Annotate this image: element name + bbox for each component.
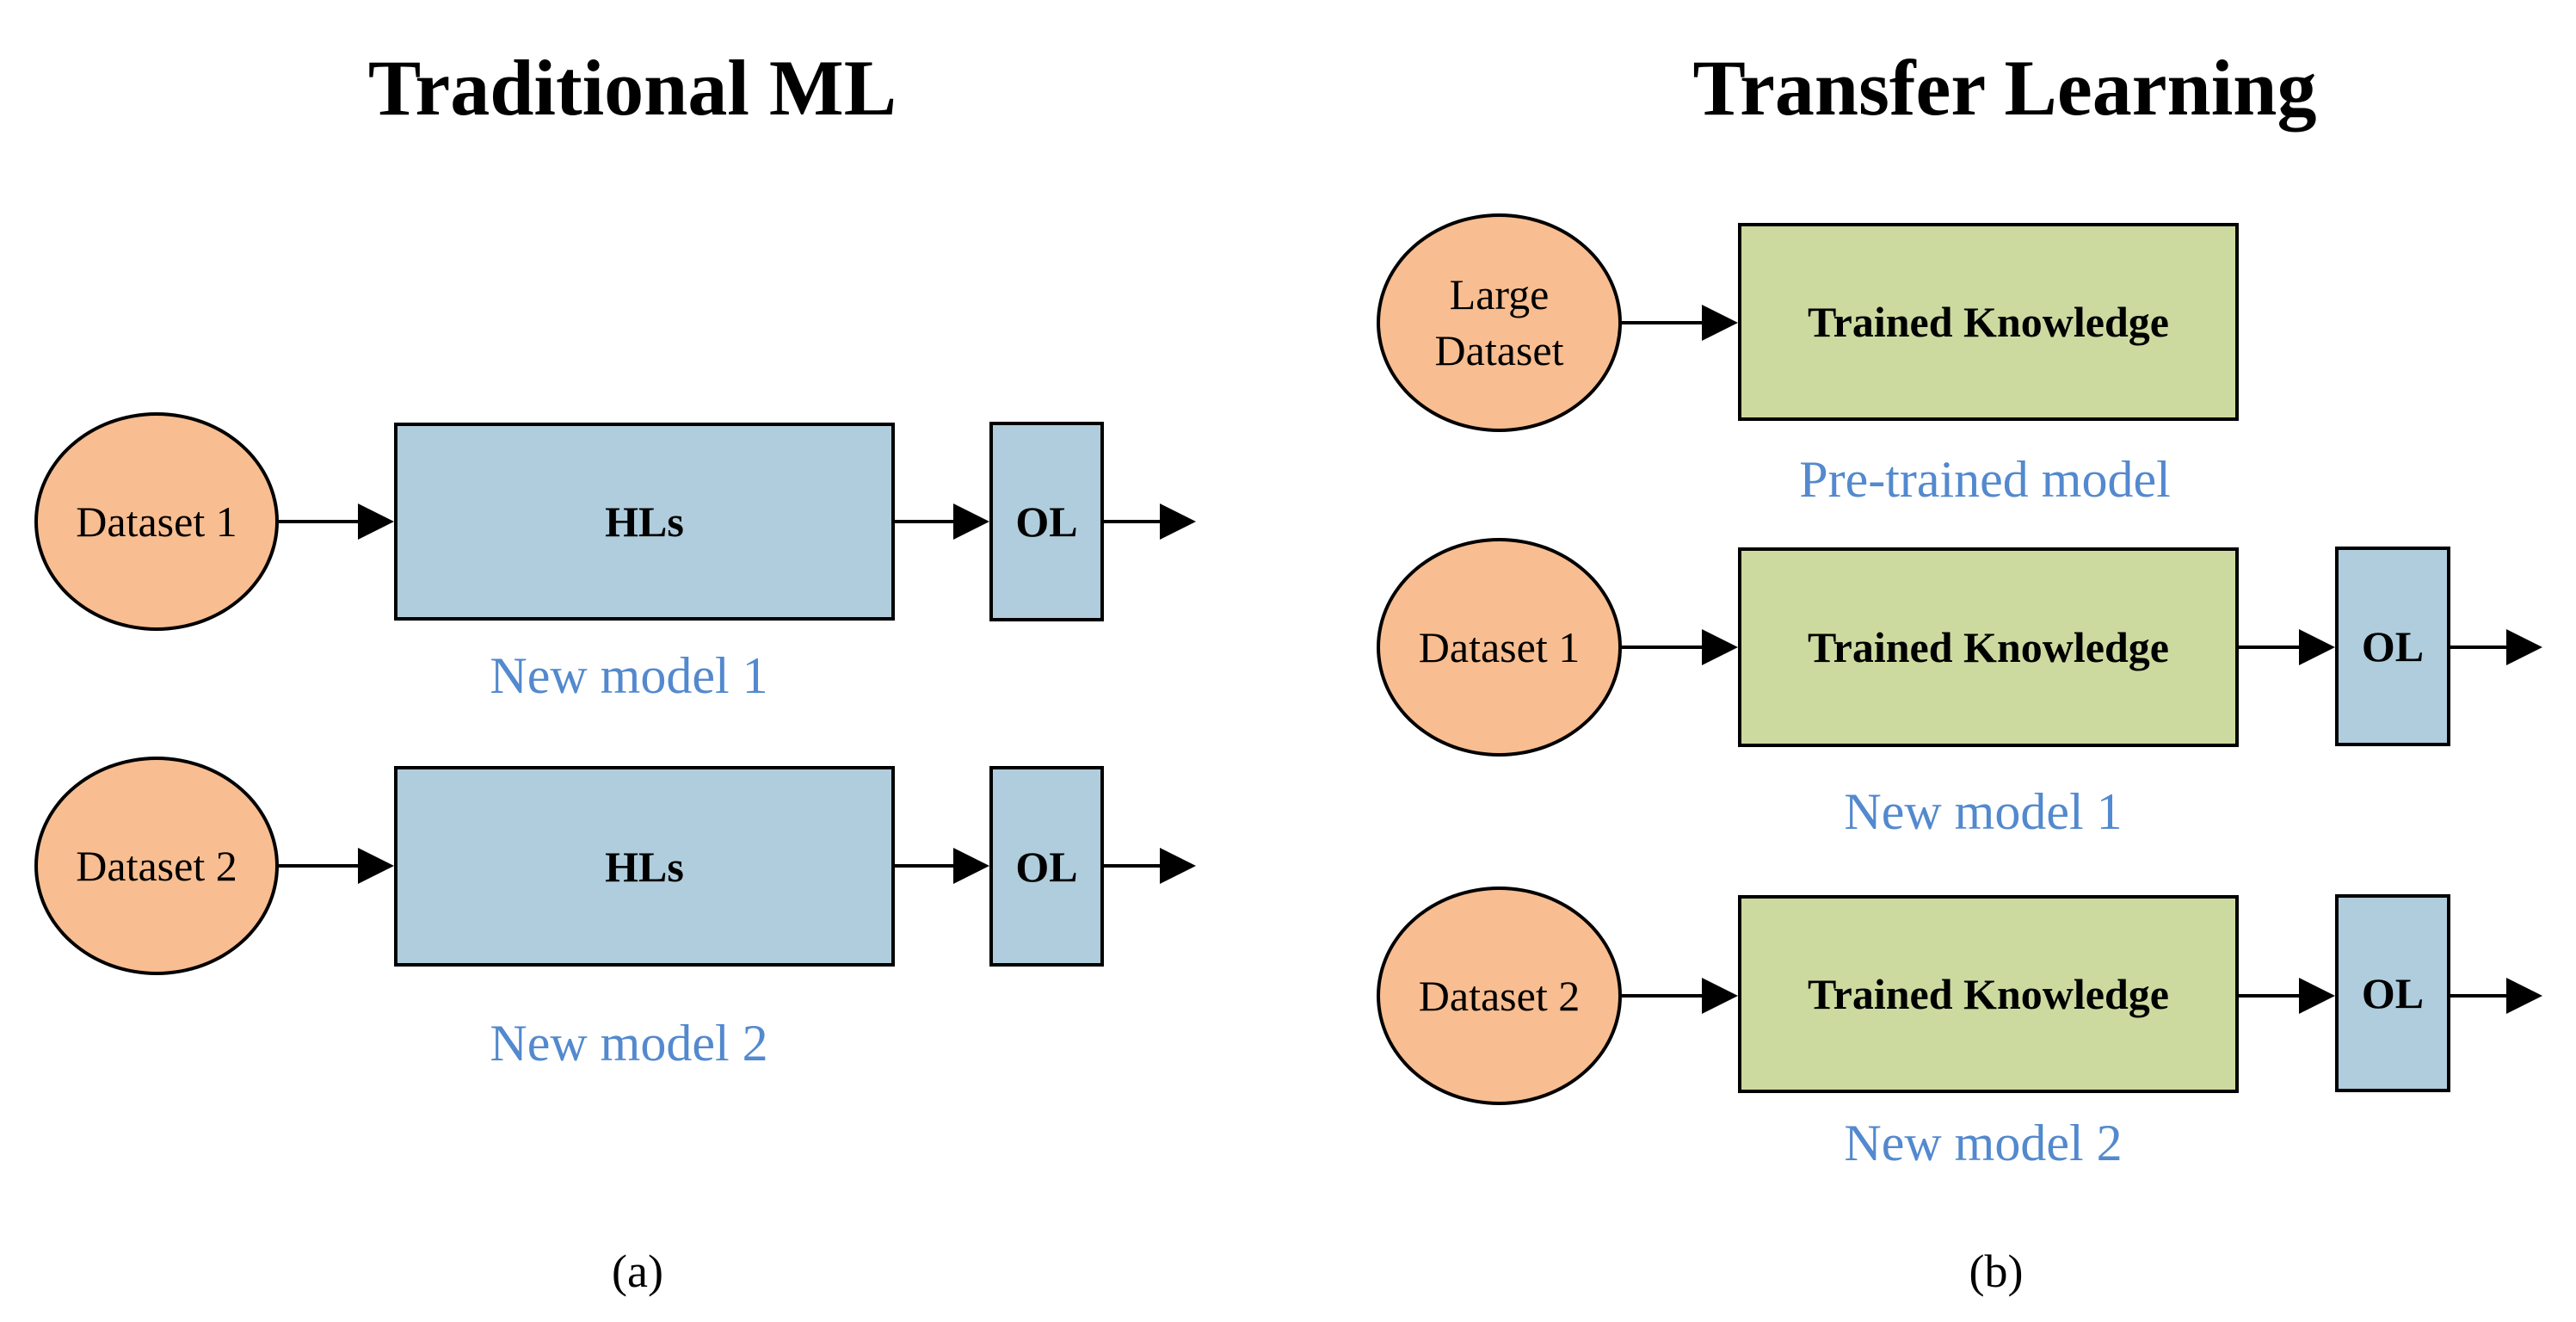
flow-arrow <box>2239 628 2335 666</box>
flow-arrow <box>2450 628 2542 666</box>
dataset-1-label: Dataset 1 <box>1418 622 1581 671</box>
model-label-new-model-2: New model 2 <box>1844 1115 2123 1171</box>
trained-knowledge-box: Trained Knowledge <box>1738 223 2239 421</box>
arrow-head-icon <box>953 503 989 540</box>
dataset-1-label: Dataset 1 <box>76 497 237 546</box>
arrow-shaft <box>2239 994 2299 998</box>
dataset-2-label: Dataset 2 <box>1418 971 1581 1020</box>
large-dataset-label: Large Dataset <box>1434 270 1564 374</box>
arrow-shaft <box>2450 994 2506 998</box>
flow-arrow <box>279 847 394 885</box>
arrow-head-icon <box>1160 503 1196 540</box>
arrow-shaft <box>1622 646 1702 649</box>
arrow-shaft <box>1104 864 1160 868</box>
arrow-head-icon <box>358 848 394 884</box>
arrow-head-icon <box>953 848 989 884</box>
trained-knowledge-box: Trained Knowledge <box>1738 547 2239 747</box>
hidden-layers-label: HLs <box>605 842 684 891</box>
arrow-shaft <box>1104 520 1160 523</box>
flow-arrow <box>1622 304 1738 342</box>
flow-arrow <box>1104 503 1196 541</box>
arrow-head-icon <box>2299 629 2335 665</box>
arrow-shaft <box>895 864 953 868</box>
trained-knowledge-label: Trained Knowledge <box>1808 298 2169 346</box>
output-layer-label: OL <box>2361 622 2425 670</box>
arrow-head-icon <box>2299 978 2335 1014</box>
flow-arrow <box>895 847 989 885</box>
output-layer-label: OL <box>2361 969 2425 1017</box>
output-layer-box: OL <box>2335 547 2450 746</box>
arrow-shaft <box>1622 994 1702 998</box>
model-label-new-model-2: New model 2 <box>490 1015 768 1072</box>
arrow-head-icon <box>1702 305 1738 341</box>
model-label-new-model-1: New model 1 <box>1844 783 2123 840</box>
arrow-head-icon <box>358 503 394 540</box>
hidden-layers-label: HLs <box>605 497 684 546</box>
dataset-1-node: Dataset 1 <box>1377 538 1622 757</box>
arrow-head-icon <box>2506 978 2542 1014</box>
flow-arrow <box>2450 977 2542 1015</box>
output-layer-box: OL <box>2335 894 2450 1092</box>
output-layer-box: OL <box>989 766 1104 967</box>
flow-arrow <box>279 503 394 541</box>
arrow-head-icon <box>1702 978 1738 1014</box>
arrow-shaft <box>895 520 953 523</box>
subfigure-caption-a: (a) <box>612 1245 663 1297</box>
arrow-head-icon <box>1702 629 1738 665</box>
flow-arrow <box>1622 628 1738 666</box>
output-layer-label: OL <box>1015 842 1078 891</box>
dataset-2-node: Dataset 2 <box>1377 886 1622 1105</box>
output-layer-box: OL <box>989 422 1104 621</box>
flow-arrow <box>1622 977 1738 1015</box>
flow-arrow <box>895 503 989 541</box>
hidden-layers-box: HLs <box>394 766 895 967</box>
arrow-shaft <box>2239 646 2299 649</box>
trained-knowledge-box: Trained Knowledge <box>1738 895 2239 1093</box>
trained-knowledge-label: Trained Knowledge <box>1808 970 2169 1018</box>
arrow-head-icon <box>2506 629 2542 665</box>
arrow-shaft <box>279 520 358 523</box>
output-layer-label: OL <box>1015 497 1078 546</box>
panel-title-transfer-learning: Transfer Learning <box>1692 44 2317 132</box>
subfigure-caption-b: (b) <box>1969 1245 2024 1297</box>
dataset-2-node: Dataset 2 <box>34 757 279 975</box>
dataset-1-node: Dataset 1 <box>34 412 279 631</box>
arrow-shaft <box>279 864 358 868</box>
flow-arrow <box>2239 977 2335 1015</box>
trained-knowledge-label: Trained Knowledge <box>1808 623 2169 671</box>
flow-arrow <box>1104 847 1196 885</box>
hidden-layers-box: HLs <box>394 423 895 621</box>
model-label-pretrained: Pre-trained model <box>1799 451 2171 508</box>
panel-title-traditional-ml: Traditional ML <box>367 44 897 132</box>
arrow-shaft <box>1622 321 1702 324</box>
large-dataset-node: Large Dataset <box>1377 213 1622 432</box>
model-label-new-model-1: New model 1 <box>490 647 768 704</box>
dataset-2-label: Dataset 2 <box>76 841 237 890</box>
arrow-head-icon <box>1160 848 1196 884</box>
arrow-shaft <box>2450 646 2506 649</box>
